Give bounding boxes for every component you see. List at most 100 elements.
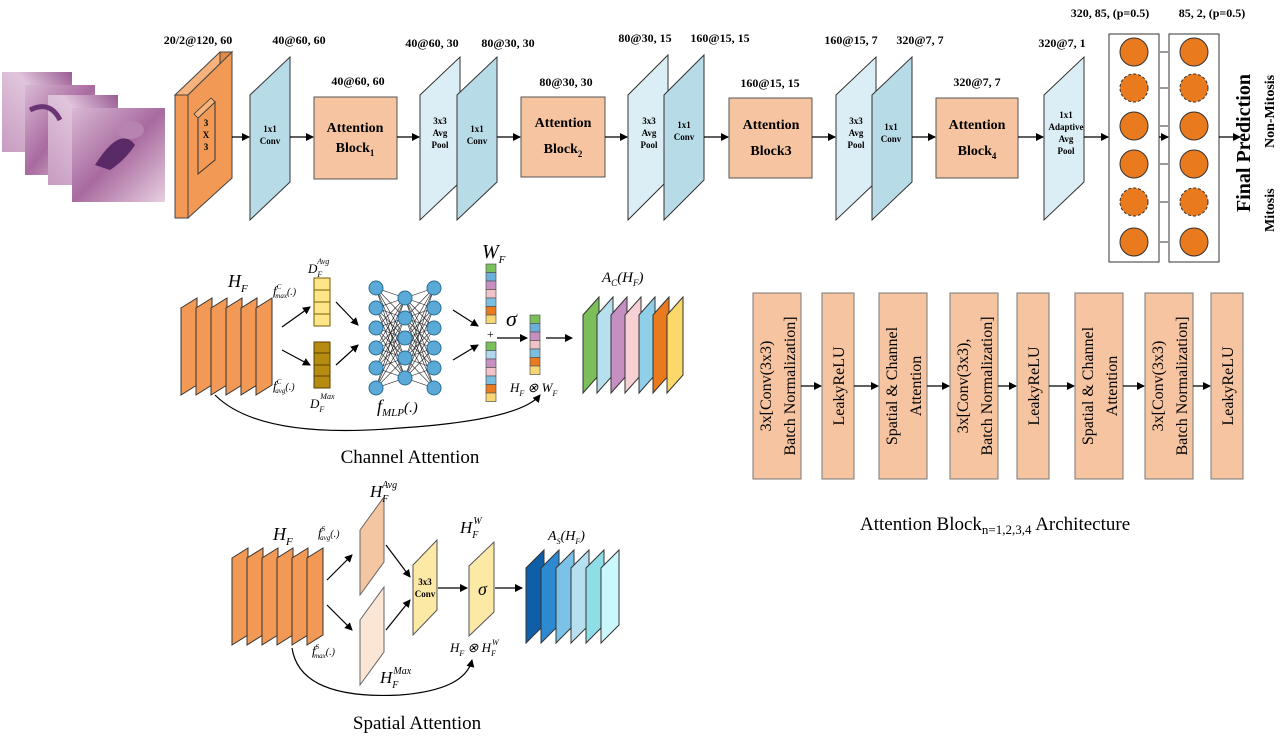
spatial-hmax-label: HFMax — [379, 666, 412, 691]
input-conv-block: 3 X 3 — [173, 50, 234, 220]
mlp-neuron — [426, 320, 442, 336]
att3-title: Attention — [743, 118, 800, 133]
weight-cell — [485, 350, 497, 360]
conv2-text-2: Conv — [467, 136, 488, 146]
arch-block-label: LeakyReLU — [1220, 346, 1237, 426]
mlp-neuron — [368, 360, 384, 376]
feature-map-slice — [210, 297, 228, 396]
mlp-neuron — [426, 280, 442, 296]
attention-block-4: Attention Block4 — [935, 97, 1019, 179]
att1-title: Attention — [327, 121, 384, 136]
adapt-text-1: 1x1 — [1059, 110, 1073, 120]
mlp-neuron — [368, 300, 384, 316]
mlp-neuron — [426, 360, 442, 376]
adapt-text-2: Adaptive — [1048, 122, 1083, 132]
dim-conv3: 160@15, 15 — [690, 31, 749, 45]
feature-map-slice — [291, 547, 309, 646]
mlp-neuron — [368, 340, 384, 356]
channel-fmlp-label: fMLP(.) — [377, 396, 418, 419]
spatial-hmax-map — [359, 585, 385, 687]
conv3-text-1: 1x1 — [677, 120, 691, 130]
spatial-product-label: HF ⊗ HFW — [449, 638, 500, 658]
conv3-text-2: Conv — [674, 132, 695, 142]
dim-att4: 320@7, 7 — [953, 75, 1000, 89]
mlp-connection — [404, 287, 435, 359]
feature-map-slice — [306, 547, 324, 646]
channel-ac-label: AC(HF) — [601, 270, 644, 288]
dim-pool3: 160@15, 7 — [824, 33, 877, 47]
spatial-hw-label: HFW — [459, 516, 483, 541]
pool2-text-2: Avg — [642, 128, 657, 138]
weight-cell — [485, 392, 497, 402]
mlp-connection — [404, 287, 435, 339]
channel-mlp-network — [368, 280, 442, 396]
spatial-hf-stack — [231, 547, 324, 646]
weight-cell — [485, 314, 497, 324]
fc-neuron — [1119, 149, 1149, 179]
weight-cell — [485, 263, 497, 273]
dim-conv2: 80@30, 30 — [481, 36, 534, 50]
weight-cell — [529, 357, 541, 367]
mlp-neuron — [426, 340, 442, 356]
channel-dmax-bar — [313, 341, 331, 389]
arch-block-label: LeakyReLU — [1026, 346, 1043, 426]
att4-title: Attention — [949, 118, 1006, 133]
attention-block-architecture: 3x[Conv(3x3)Batch Normalization]LeakyReL… — [752, 292, 1244, 480]
weight-cell — [529, 314, 541, 324]
arch-block — [1016, 292, 1050, 480]
kernel-text-3: 3 — [204, 142, 209, 152]
feature-map-slice — [225, 297, 243, 396]
spatial-hf-label: HF — [272, 524, 293, 548]
dim-conv4: 320@7, 7 — [896, 33, 943, 47]
fc-neuron — [1179, 111, 1209, 141]
mlp-neuron — [397, 370, 413, 386]
channel-weight-vector — [529, 314, 541, 375]
att2-label: Block2 — [544, 142, 583, 159]
pool2-text-1: 3x3 — [642, 116, 656, 126]
arch-title: Attention Blockn=1,2,3,4 Architecture — [860, 514, 1130, 537]
att1-label: Block1 — [336, 141, 375, 158]
feature-map-slice — [180, 297, 198, 396]
channel-plus: + — [487, 327, 494, 341]
input-image-stack — [2, 72, 165, 202]
arch-block — [1210, 292, 1244, 480]
pool3-text-1: 3x3 — [849, 116, 863, 126]
mlp-neuron — [368, 380, 384, 396]
arch-block — [1074, 292, 1124, 480]
kernel-text-1: 3 — [204, 118, 209, 128]
spatial-havg-map — [359, 495, 385, 597]
pool2-layer: 3x3 Avg Pool — [627, 53, 669, 222]
kernel-text-2: X — [203, 130, 210, 140]
channel-sigma: σ — [506, 306, 518, 331]
spatial-output-stack — [525, 548, 620, 645]
attention-block-3: Attention Block3 — [728, 97, 813, 179]
fc-neuron — [1179, 149, 1209, 179]
channel-davg-bar — [313, 277, 331, 327]
mlp-connection — [375, 297, 406, 369]
conv1-layer: 1x1 Conv — [249, 55, 291, 222]
dim-input: 20/2@120, 60 — [164, 33, 233, 47]
conv4-text-1: 1x1 — [884, 122, 898, 132]
attention-block-1: Attention Block1 — [313, 96, 398, 180]
channel-attention-title: Channel Attention — [341, 447, 480, 468]
conv2-text-1: 1x1 — [470, 124, 484, 134]
dim-pool2: 80@30, 15 — [618, 31, 671, 45]
mlp-neuron — [397, 330, 413, 346]
arch-block-label: LeakyReLU — [831, 346, 848, 426]
arch-block-label: 3x[Conv(3x3),Batch Normalization] — [955, 316, 996, 455]
pool3-text-3: Pool — [848, 140, 865, 150]
fc-layer-2 — [1168, 33, 1220, 263]
arch-block — [878, 292, 928, 480]
fc-neuron — [1119, 227, 1149, 257]
conv1-text-2: Conv — [260, 136, 281, 146]
weight-cell — [485, 367, 497, 377]
channel-hf-stack — [180, 297, 273, 396]
att4-label: Block4 — [958, 144, 997, 161]
spatial-arrows — [291, 544, 523, 697]
channel-wf-vector-top — [485, 263, 497, 324]
weight-cell — [485, 280, 497, 290]
